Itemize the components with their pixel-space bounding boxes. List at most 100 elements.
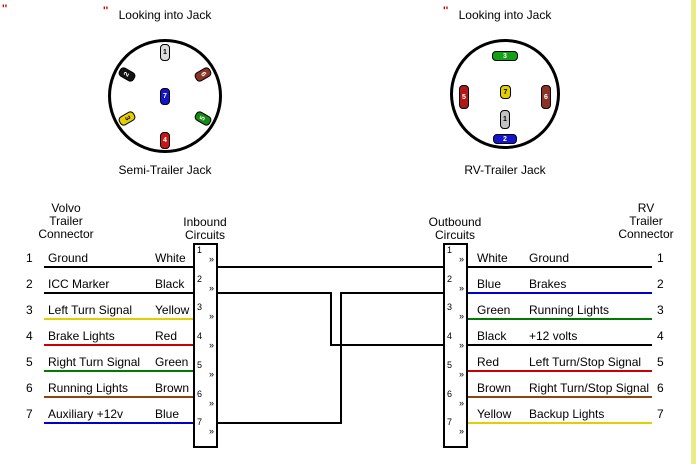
outbound-cell-1: 1 »	[445, 245, 466, 274]
connection-2-to-4-seg3	[330, 344, 443, 346]
wire-color-label: White	[155, 251, 186, 265]
inbound-cell-1: 1 »	[195, 245, 216, 274]
pin-number: 3	[122, 115, 132, 122]
splice-icon: »	[458, 368, 464, 379]
volvo-circuit-label-5: Right Turn Signal	[48, 355, 141, 369]
rv-pin-number-2: 2	[657, 277, 664, 291]
outbound-cell-6: 6 »	[445, 389, 466, 418]
wire-line-left-4	[44, 344, 193, 346]
wire-color-label: Black	[477, 329, 507, 343]
splice-icon: »	[208, 311, 214, 322]
pin-number: 4	[163, 137, 167, 144]
rv-circuit-label-7: Backup Lights	[529, 407, 605, 421]
semi-jack-caption: Semi-Trailer Jack	[118, 163, 212, 177]
splice-icon: »	[208, 254, 214, 264]
pin-number: 2	[122, 71, 132, 78]
pin-number: 5	[198, 115, 208, 122]
circuit-number: 4	[197, 331, 203, 342]
rv-pin-number-3: 3	[657, 303, 664, 317]
circuit-number: 6	[197, 388, 203, 399]
outbound-cell-2: 2 »	[445, 274, 466, 303]
wire-color-label: Blue	[155, 407, 180, 421]
volvo-connector-header: Volvo Trailer Connector	[38, 201, 94, 241]
volvo-pin-number-5: 5	[26, 355, 33, 369]
rv-circuit-label-3: Running Lights	[529, 303, 610, 317]
wire-color-label: Brown	[155, 381, 190, 395]
red-tick-mark: ''	[2, 3, 8, 15]
inbound-circuits-block: 1 » 2 » 3 » 4 » 5 » 6 » 7 »	[193, 243, 218, 448]
rv-pin-number-6: 6	[657, 381, 664, 395]
pin-number: 1	[503, 116, 507, 123]
circuit-number: 3	[447, 302, 453, 313]
rv-circuit-label-2: Brakes	[529, 277, 567, 291]
circuit-number: 3	[197, 302, 203, 313]
volvo-pin-number-2: 2	[26, 277, 33, 291]
wire-color-label: Brown	[477, 381, 512, 395]
outbound-cell-7: 7 »	[445, 417, 466, 446]
circuit-number: 6	[447, 388, 453, 399]
semi-jack-pin-blue-center: 7	[160, 88, 170, 105]
splice-icon: »	[208, 397, 214, 408]
connection-7-to-2-seg3	[340, 292, 443, 294]
wire-line-left-3	[44, 318, 193, 320]
pin-number: 2	[503, 135, 507, 143]
splice-icon: »	[458, 397, 464, 408]
inbound-cell-3: 3 »	[195, 302, 216, 331]
inbound-cell-4: 4 »	[195, 331, 216, 360]
splice-icon: »	[458, 340, 464, 351]
pin-number: 6	[544, 93, 548, 101]
wire-color-label: Red	[155, 329, 178, 343]
pin-number: 3	[503, 52, 507, 60]
inbound-cell-5: 5 »	[195, 360, 216, 389]
volvo-pin-number-4: 4	[26, 329, 33, 343]
splice-icon: »	[458, 311, 464, 322]
rv-connector-header: RV Trailer Connector	[618, 201, 674, 241]
volvo-pin-number-7: 7	[26, 407, 33, 421]
volvo-circuit-label-3: Left Turn Signal	[48, 303, 133, 317]
connection-7-to-2-seg1	[218, 422, 342, 424]
outbound-circuits-block: 1 » 2 » 3 » 4 » 5 » 6 » 7 »	[443, 243, 468, 448]
wire-line-left-1	[44, 266, 193, 268]
inbound-cell-7: 7 »	[195, 417, 216, 446]
rv-jack-pin-red: 5	[459, 85, 469, 109]
semi-jack-pin-white: 1	[160, 44, 170, 61]
wire-color-label: Green	[477, 303, 511, 317]
splice-icon: »	[208, 282, 214, 293]
wire-line-right-7	[468, 422, 652, 424]
rv-circuit-label-6: Right Turn/Stop Signal	[529, 381, 650, 395]
circuit-number: 1	[447, 245, 453, 255]
splice-icon: »	[458, 426, 464, 437]
wire-line-left-6	[44, 396, 193, 398]
wire-color-label: Black	[155, 277, 185, 291]
volvo-pin-number-3: 3	[26, 303, 33, 317]
volvo-circuit-label-7: Auxiliary +12v	[48, 407, 124, 421]
rv-jack-pin-yellow-center: 7	[500, 85, 511, 99]
page-edge-strip	[691, 0, 696, 464]
inbound-circuits-header: Inbound Circuits	[183, 215, 227, 242]
circuit-number: 1	[197, 245, 203, 255]
circuit-number: 4	[447, 331, 453, 342]
circuit-number: 7	[197, 417, 203, 428]
splice-icon: »	[458, 254, 464, 264]
circuit-number: 7	[447, 417, 453, 428]
red-tick-mark: ''	[103, 5, 109, 17]
pin-number: 7	[503, 88, 508, 96]
rv-pin-number-4: 4	[657, 329, 664, 343]
rv-jack-pin-brown: 6	[541, 85, 551, 109]
connection-2-to-4-seg2	[330, 292, 332, 346]
pin-number: 1	[163, 49, 167, 56]
wire-color-label: Red	[477, 355, 500, 369]
splice-icon: »	[208, 368, 214, 379]
wire-color-label: Yellow	[477, 407, 512, 421]
volvo-circuit-label-2: ICC Marker	[48, 277, 110, 291]
rv-circuit-label-1: Ground	[529, 251, 570, 265]
rv-jack-looking-label: Looking into Jack	[458, 8, 552, 22]
pin-number: 7	[163, 93, 167, 100]
inbound-cell-6: 6 »	[195, 389, 216, 418]
rv-pin-number-7: 7	[657, 407, 664, 421]
semi-jack-pin-red: 4	[160, 132, 170, 149]
wire-color-label: Green	[155, 355, 189, 369]
volvo-pin-number-1: 1	[26, 251, 33, 265]
rv-jack-pin-white: 1	[500, 110, 510, 129]
